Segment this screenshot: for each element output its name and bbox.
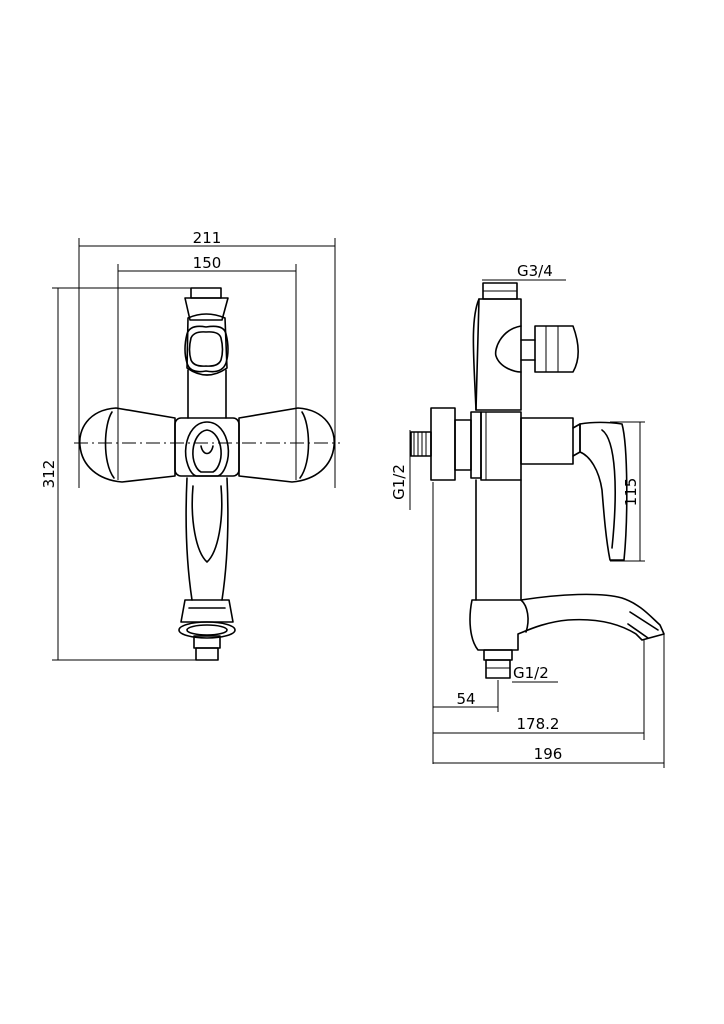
side-view: G3/4 G1/2 <box>390 262 665 768</box>
dim-front-height: 312 <box>40 287 212 661</box>
dim-overall-width: 211 <box>78 229 336 488</box>
dim-center-distance-label: 150 <box>193 254 222 272</box>
dim-depth-total-label: 196 <box>534 745 563 763</box>
label-shower-thread: G1/2 <box>390 464 408 500</box>
dim-front-height-label: 312 <box>40 460 58 489</box>
dim-overall-width-label: 211 <box>193 229 222 247</box>
dim-handle-height-label: 115 <box>622 478 640 507</box>
dim-depth-inlet-label: 54 <box>456 690 475 708</box>
label-spout-thread: G1/2 <box>513 664 549 682</box>
front-view: 211 150 312 <box>40 229 340 661</box>
dim-center-distance: 150 <box>117 254 297 480</box>
label-inlet-thread: G3/4 <box>517 262 553 280</box>
dim-depth-spout-label: 178.2 <box>517 715 560 733</box>
